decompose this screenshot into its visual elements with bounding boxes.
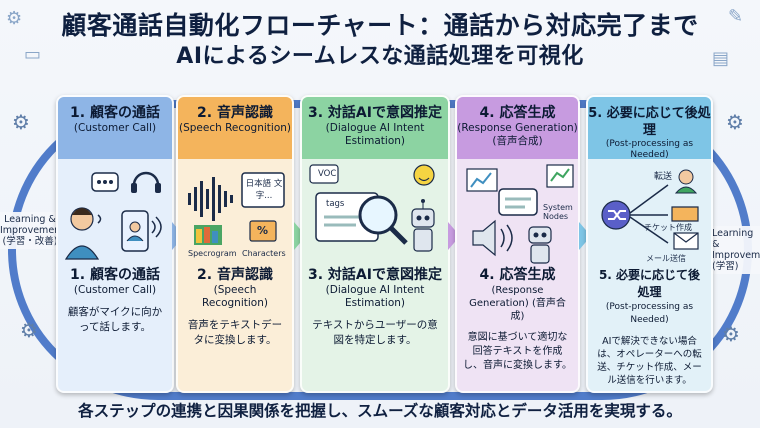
gear-icon: ⚙	[20, 318, 38, 342]
step-subtitle: 1. 顧客の通話	[70, 267, 160, 283]
step-description: 音声をテキストデータに変換します。	[187, 319, 283, 346]
intent-estimation-illustration: VOC tags	[308, 159, 442, 267]
step-header: 1. 顧客の通話 (Customer Call)	[58, 97, 172, 159]
post-processing-illustration: 転送 チケット作成 メール送信	[594, 159, 705, 267]
transfer-label: 転送	[654, 172, 673, 182]
voc-label: VOC	[318, 169, 337, 179]
characters-label: Characters	[242, 249, 286, 258]
step-title-en: (Dialogue AI Intent Estimation)	[325, 122, 425, 147]
doc-label: 日本語 文字...	[245, 179, 283, 201]
step-title-en: (Post-processing as Needed)	[605, 139, 694, 160]
step-header: 2. 音声認識 (Speech Recognition)	[178, 97, 292, 159]
step-description: AIで解決できない場合は、オペレーターへの転送、チケット作成、メール送信を行いま…	[597, 336, 702, 386]
gear-icon: ⚙	[6, 8, 23, 29]
mail-label: メール送信	[646, 254, 686, 263]
step-card-speech-recognition: 2. 音声認識 (Speech Recognition) 日本語 文字... %	[176, 95, 294, 393]
step-title-en: (Response Generation) (音声合成)	[457, 122, 578, 147]
step-title-en: (Customer Call)	[73, 122, 157, 134]
speech-recognition-illustration: 日本語 文字... % Specrogram Characters	[184, 159, 286, 267]
step-title-en: (Speech Recognition)	[178, 122, 292, 134]
step-subtitle-en: (Response Generation) (音声合成)	[469, 285, 566, 322]
pen-icon: ✎	[728, 6, 744, 27]
step-card-customer-call: 1. 顧客の通話 (Customer Call) 1. 顧	[56, 95, 174, 393]
gear-icon: ⚙	[726, 110, 744, 134]
step-title: 4. 応答生成	[479, 105, 556, 121]
step-subtitle: 2. 音声認識	[197, 267, 273, 283]
step-subtitle: 4. 応答生成	[479, 267, 556, 283]
step-title: 2. 音声認識	[197, 105, 273, 121]
percent-label: %	[257, 224, 269, 237]
system-nodes-label: System Nodes	[543, 203, 573, 221]
step-header: 3. 対話AIで意図推定 (Dialogue AI Intent Estimat…	[302, 97, 448, 159]
step-card-intent-estimation: 3. 対話AIで意図推定 (Dialogue AI Intent Estimat…	[300, 95, 450, 393]
step-description: 意図に基づいて適切な回答テキストを作成し、音声に変換します。	[463, 332, 572, 371]
customer-call-illustration	[64, 159, 166, 267]
loop-label-right: Learning & Improvem (学習)	[712, 226, 760, 274]
step-header: 4. 応答生成 (Response Generation) (音声合成)	[457, 97, 578, 159]
step-description: テキストからユーザーの意図を特定します。	[312, 319, 438, 346]
step-subtitle: 3. 対話AIで意図推定	[308, 267, 442, 283]
step-subtitle-en: (Dialogue AI Intent Estimation)	[325, 284, 425, 309]
gear-icon: ⚙	[722, 322, 740, 346]
step-title: 1. 顧客の通話	[70, 105, 160, 121]
step-subtitle-en: (Customer Call)	[73, 284, 157, 296]
step-title: 3. 対話AIで意図推定	[308, 105, 442, 121]
step-card-response-generation: 4. 応答生成 (Response Generation) (音声合成) Sys…	[455, 95, 580, 393]
spectrogram-label: Specrogram	[188, 249, 237, 258]
step-subtitle-en: (Speech Recognition)	[202, 284, 268, 309]
step-title: 5. 必要に応じて後処理	[588, 106, 711, 138]
step-subtitle: 5. 必要に応じて後処理	[598, 268, 701, 299]
step-card-post-processing: 5. 必要に応じて後処理 (Post-processing as Needed)…	[586, 95, 713, 393]
chart-icon: ▤	[712, 48, 730, 69]
ticket-label: チケット作成	[644, 223, 692, 232]
step-header: 5. 必要に応じて後処理 (Post-processing as Needed)	[588, 97, 711, 160]
loop-label-left: Learning & Improvement (学習・改善)	[0, 212, 64, 249]
page-title: 顧客通話自動化フローチャート：通話から対応完了まで	[61, 11, 699, 40]
response-generation-illustration: System Nodes	[463, 159, 574, 267]
tags-label: tags	[326, 199, 345, 209]
step-description: 顧客がマイクに向かって話します。	[67, 306, 163, 333]
step-subtitle-en: (Post-processing as Needed)	[605, 302, 694, 325]
monitor-icon: ▭	[24, 44, 42, 65]
footer-caption: 各ステップの連携と因果関係を把握し、スムーズな顧客対応とデータ活用を実現する。	[78, 402, 682, 420]
page-subtitle: AIによるシームレスな通話処理を可視化	[176, 44, 584, 69]
gear-icon: ⚙	[12, 110, 30, 134]
